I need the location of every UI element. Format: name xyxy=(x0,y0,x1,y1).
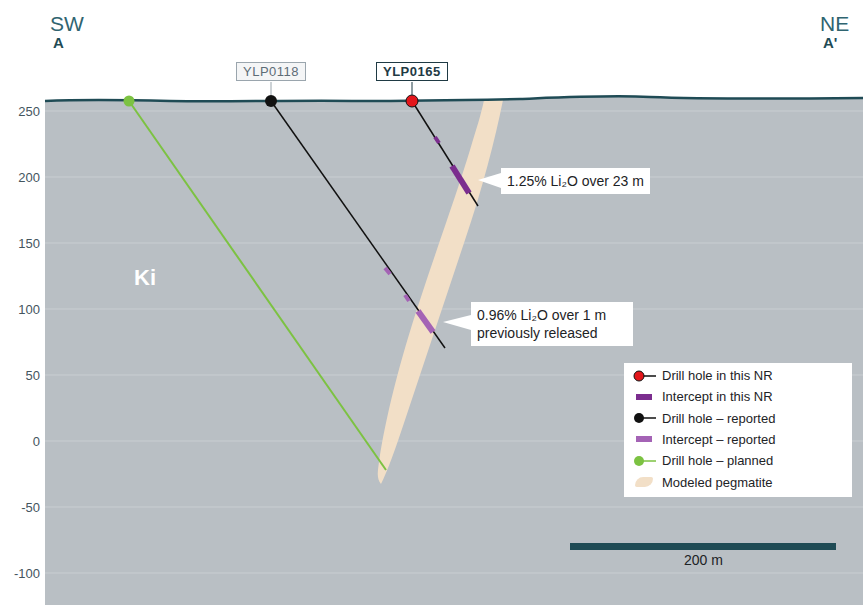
intercept-reported xyxy=(418,311,433,332)
legend-row: Drill hole in this NR xyxy=(632,368,773,383)
collar-reported xyxy=(265,95,277,107)
pegmatite-swatch xyxy=(635,477,653,487)
elevation-tick: 150 xyxy=(2,236,40,251)
elevation-tick: 200 xyxy=(2,170,40,185)
minor-intercept xyxy=(385,268,390,274)
elevation-tick: 50 xyxy=(2,368,40,383)
box-text: 0.96% Li₂O over 1 m previously released xyxy=(477,306,627,342)
legend-text: Drill hole in this NR xyxy=(662,368,773,383)
legend-row: Modeled pegmatite xyxy=(632,475,773,490)
drill-hole-sample xyxy=(632,411,656,425)
legend-row: Drill hole – planned xyxy=(632,453,773,468)
drill-hole-new xyxy=(412,101,478,206)
callout-pointer xyxy=(443,315,471,330)
legend-row: Drill hole – reported xyxy=(632,411,775,426)
drill-hole-reported xyxy=(271,101,445,348)
drill-hole-sample xyxy=(632,369,656,383)
minor-intercept xyxy=(435,137,439,143)
unit-label: Ki xyxy=(134,265,156,291)
section-direction: NE xyxy=(820,12,849,36)
label-leader xyxy=(412,82,413,95)
drill-hole-sample xyxy=(632,454,656,468)
legend-row: Intercept in this NR xyxy=(632,389,773,404)
minor-intercept xyxy=(405,295,409,301)
pegmatite-body xyxy=(378,100,503,484)
elevation-tick: -50 xyxy=(2,500,40,515)
elevation-tick: -100 xyxy=(2,566,40,581)
legend-text: Modeled pegmatite xyxy=(662,475,773,490)
topographic-surface xyxy=(45,96,863,101)
box-text: YLP0165 xyxy=(383,64,441,79)
collar-new xyxy=(406,95,418,107)
elevation-tick: 0 xyxy=(2,434,40,449)
legend-text: Drill hole – planned xyxy=(662,453,773,468)
planned-drill-hole xyxy=(129,101,386,470)
intercept-new xyxy=(452,166,469,193)
box-text: 1.25% Li₂O over 23 m xyxy=(507,172,644,190)
legend-text: Intercept – reported xyxy=(662,432,775,447)
elevation-tick: 250 xyxy=(2,104,40,119)
callout-pointer xyxy=(478,173,501,188)
collar-planned xyxy=(124,96,135,107)
hole-id-tag: YLP0118 xyxy=(236,62,306,81)
elevation-grid xyxy=(45,111,863,573)
legend-text: Intercept in this NR xyxy=(662,389,773,404)
legend-text: Drill hole – reported xyxy=(662,411,775,426)
intercept-swatch xyxy=(636,436,652,442)
legend-panel xyxy=(624,363,852,497)
section-end: A xyxy=(53,34,64,51)
section-end: A' xyxy=(823,34,837,51)
legend-row: Intercept – reported xyxy=(632,432,775,447)
assay-callout: 1.25% Li₂O over 23 m xyxy=(501,168,650,194)
box-text: YLP0118 xyxy=(243,64,299,79)
scale-bar xyxy=(570,543,836,550)
label-leader xyxy=(271,82,272,95)
section-direction: SW xyxy=(50,12,84,36)
assay-callout: 0.96% Li₂O over 1 m previously released xyxy=(471,302,633,346)
hole-id-tag: YLP0165 xyxy=(376,62,448,81)
scale-label: 200 m xyxy=(684,552,723,568)
intercept-swatch xyxy=(636,394,652,400)
bedrock-unit xyxy=(45,96,863,605)
elevation-tick: 100 xyxy=(2,302,40,317)
